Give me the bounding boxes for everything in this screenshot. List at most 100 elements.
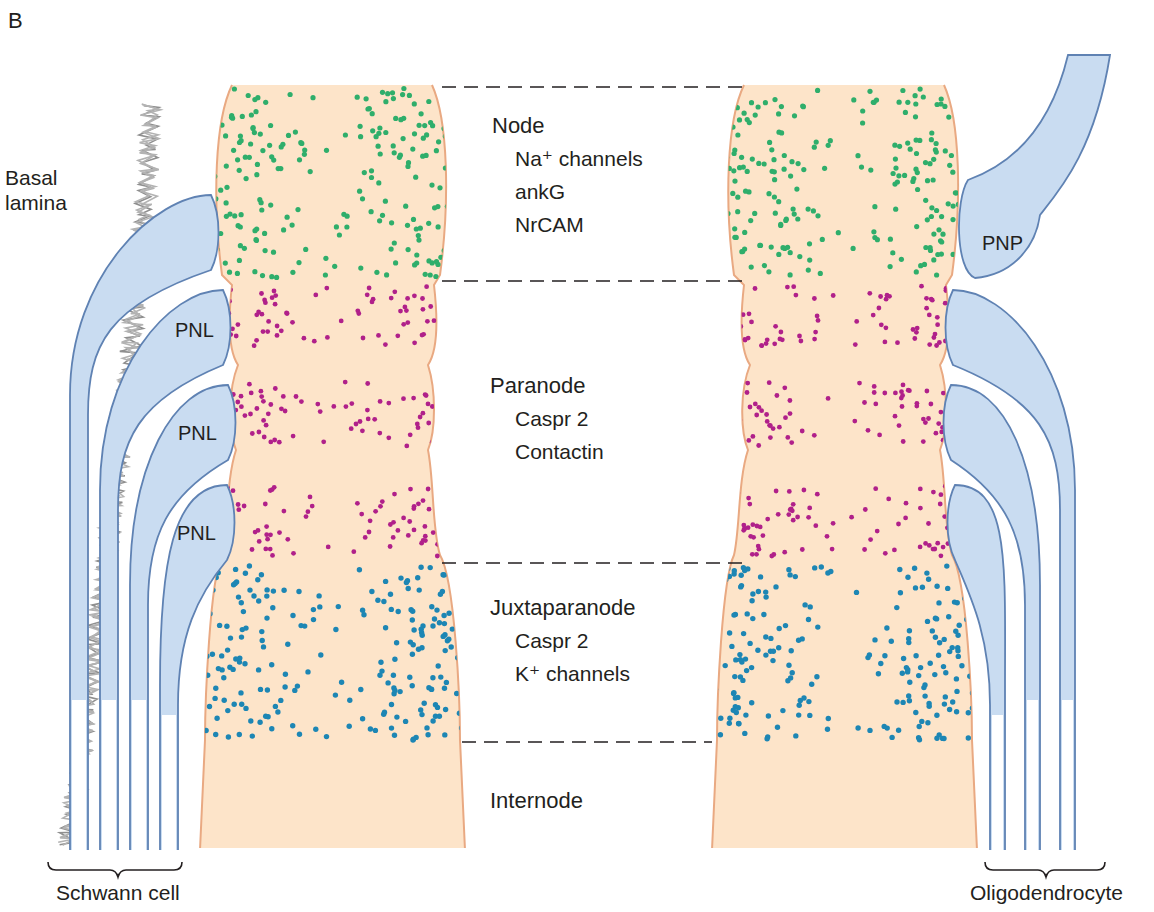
channel-dot (294, 394, 299, 399)
channel-dot (726, 113, 731, 118)
channel-dot (361, 336, 366, 341)
channel-dot (389, 725, 394, 730)
channel-dot (325, 335, 330, 340)
part-label: Basal lamina (5, 165, 85, 215)
channel-dot (368, 726, 373, 731)
channel-dot (732, 151, 737, 156)
channel-dot (318, 652, 323, 657)
channel-dot (412, 101, 417, 106)
channel-dot (717, 591, 722, 596)
channel-dot (238, 690, 243, 695)
channel-dot (439, 487, 444, 492)
channel-dot (203, 728, 208, 733)
channel-dot (951, 252, 956, 257)
channel-dot (867, 89, 872, 94)
channel-dot (259, 389, 264, 394)
channel-dot (857, 381, 862, 386)
channel-dot (739, 573, 744, 578)
channel-dot (812, 433, 817, 438)
channel-dot (407, 519, 412, 524)
channel-dot (430, 123, 435, 128)
channel-dot (296, 260, 301, 265)
channel-dot (264, 524, 269, 529)
channel-dot (773, 584, 778, 589)
channel-dot (393, 116, 398, 121)
channel-dot (891, 171, 896, 176)
channel-dot (358, 134, 363, 139)
channel-dot (440, 513, 445, 518)
channel-dot (437, 714, 442, 719)
channel-dot (324, 148, 329, 153)
channel-dot (391, 143, 396, 148)
channel-dot (449, 117, 454, 122)
channel-dot (958, 182, 963, 187)
channel-dot (404, 580, 409, 585)
channel-dot (910, 179, 915, 184)
channel-dot (970, 690, 975, 695)
channel-dot (423, 272, 428, 277)
channel-dot (254, 172, 259, 177)
channel-dot (249, 112, 254, 117)
channel-dot (957, 623, 962, 628)
channel-dot (753, 113, 758, 118)
myelin-loop (944, 385, 1041, 850)
channel-dot (436, 139, 441, 144)
channel-dot (395, 333, 400, 338)
channel-dot (266, 319, 271, 324)
channel-dot (807, 506, 812, 511)
channel-dot (256, 598, 261, 603)
channel-dot (380, 499, 385, 504)
channel-dot (425, 732, 430, 737)
channel-dot (383, 579, 388, 584)
channel-dot (439, 322, 444, 327)
channel-dot (246, 93, 251, 98)
channel-dot (383, 625, 388, 630)
channel-dot (442, 686, 447, 691)
channel-dot (774, 489, 779, 494)
channel-dot (933, 635, 938, 640)
channel-dot (358, 266, 363, 271)
channel-dot (235, 157, 240, 162)
channel-dot (815, 492, 820, 497)
channel-dot (913, 585, 918, 590)
channel-dot (782, 153, 787, 158)
channel-dot (874, 98, 879, 103)
channel-dot (905, 667, 910, 672)
channel-dot (349, 426, 354, 431)
channel-dot (826, 396, 831, 401)
channel-dot (292, 688, 297, 693)
channel-dot (913, 101, 918, 106)
channel-dot (893, 391, 898, 396)
channel-dot (367, 530, 372, 535)
channel-dot (751, 535, 756, 540)
channel-dot (381, 599, 386, 604)
channel-dot (411, 627, 416, 632)
channel-dot (401, 322, 406, 327)
paranodal-loop: PNL (177, 521, 216, 545)
channel-dot (907, 680, 912, 685)
channel-dot (243, 706, 248, 711)
channel-dot (210, 652, 215, 657)
channel-dot (256, 667, 261, 672)
channel-dot (719, 131, 724, 136)
channel-dot (288, 92, 293, 97)
channel-dot (725, 247, 730, 252)
channel-dot (211, 177, 216, 182)
channel-dot (436, 417, 441, 422)
channel-dot (924, 306, 929, 311)
channel-dot (783, 623, 788, 628)
channel-dot (950, 170, 955, 175)
channel-dot (369, 589, 374, 594)
channel-dot (717, 573, 722, 578)
channel-dot (449, 108, 454, 113)
channel-dot (232, 213, 237, 218)
channel-dot (831, 521, 836, 526)
channel-dot (929, 402, 934, 407)
channel-dot (741, 312, 746, 317)
channel-dot (776, 512, 781, 517)
channel-dot (916, 735, 921, 740)
channel-dot (773, 324, 778, 329)
channel-dot (825, 534, 830, 539)
channel-dot (882, 391, 887, 396)
channel-dot (207, 611, 212, 616)
